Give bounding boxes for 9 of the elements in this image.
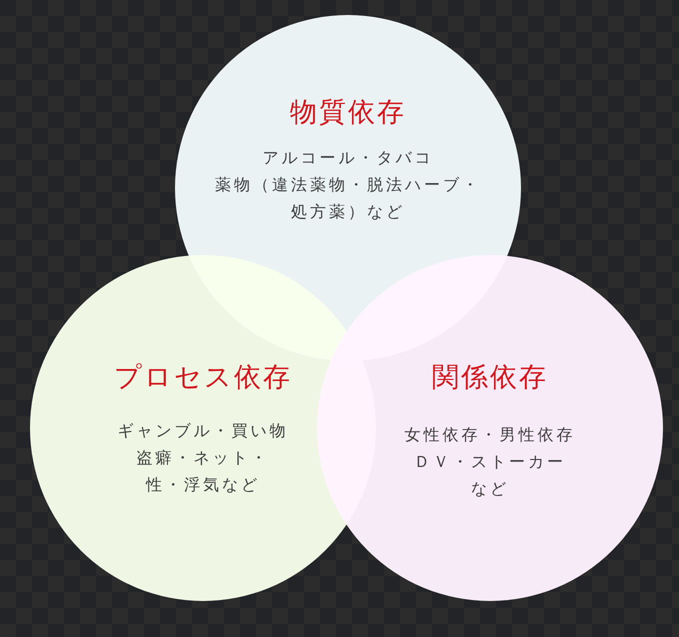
category-heading: 関係依存 [432,362,548,394]
example-text: ＤＶ・ストーカーなど [413,451,567,500]
example-text: ギャンブル・買い物 [118,420,288,442]
example-text: 盗癖・ネット・性・浮気など [136,447,270,496]
example-text: 薬物（違法薬物・脱法ハーブ・処方薬）など [214,174,482,223]
example-text: アルコール・タバコ [262,147,434,169]
category-heading: プロセス依存 [114,362,292,394]
category-heading: 物質依存 [290,97,406,129]
example-text: 女性依存・男性依存 [404,424,576,446]
